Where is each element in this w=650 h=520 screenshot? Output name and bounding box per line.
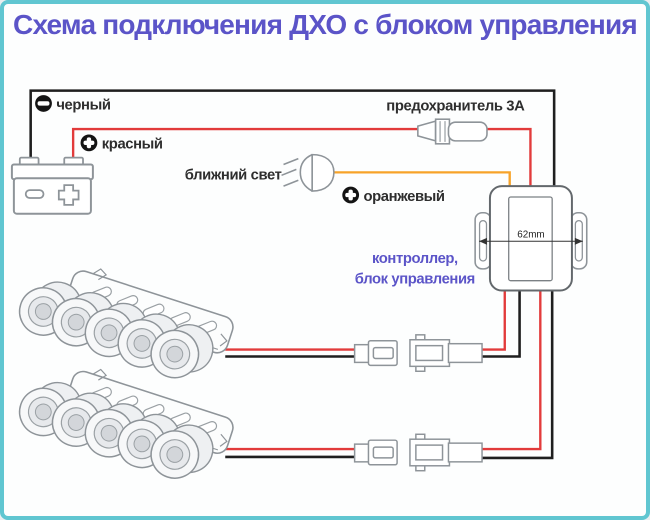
label-black-wire: черный <box>56 97 110 113</box>
wire-black-battery-to-controller <box>29 89 556 188</box>
battery-minus-terminal-icon <box>24 189 45 199</box>
label-controller-line2: блок управления <box>355 272 475 288</box>
label-orange-wire: оранжевый <box>364 189 445 205</box>
wire-red-fuse-to-controller <box>485 127 532 188</box>
wires-bottom-strip-to-connector <box>225 447 356 459</box>
minus-icon <box>35 95 52 112</box>
battery <box>10 156 94 215</box>
connector-pair-top <box>353 334 483 373</box>
wires-controller-to-top-connector <box>481 289 521 358</box>
page-title: Схема подключения ДХО с блоком управлени… <box>13 9 638 40</box>
wiring-diagram: 62mm черный красный ближний свет оранжев… <box>10 89 588 493</box>
plus-icon <box>80 134 98 152</box>
wire-red-battery-to-fuse <box>71 127 419 162</box>
headlight-icon <box>281 153 335 192</box>
label-controller-line1: контроллер, <box>372 251 458 267</box>
label-red-wire: красный <box>102 137 163 153</box>
battery-plus-terminal-icon <box>57 184 80 206</box>
wires-controller-to-bottom-connector <box>481 289 554 460</box>
label-fuse: предохранитель 3А <box>386 98 525 114</box>
wires-top-strip-to-connector <box>225 348 356 358</box>
wire-orange-lowbeam-to-controller <box>333 171 511 188</box>
controller-width-label: 62mm <box>517 229 544 240</box>
fuse <box>417 118 488 145</box>
plus-icon-orange <box>342 186 360 204</box>
drl-strip-top <box>12 248 239 392</box>
drl-strip-bottom <box>12 348 239 493</box>
controller-box: 62mm <box>474 185 588 292</box>
label-low-beam: ближний свет <box>185 167 282 183</box>
connector-pair-bottom <box>353 433 483 472</box>
